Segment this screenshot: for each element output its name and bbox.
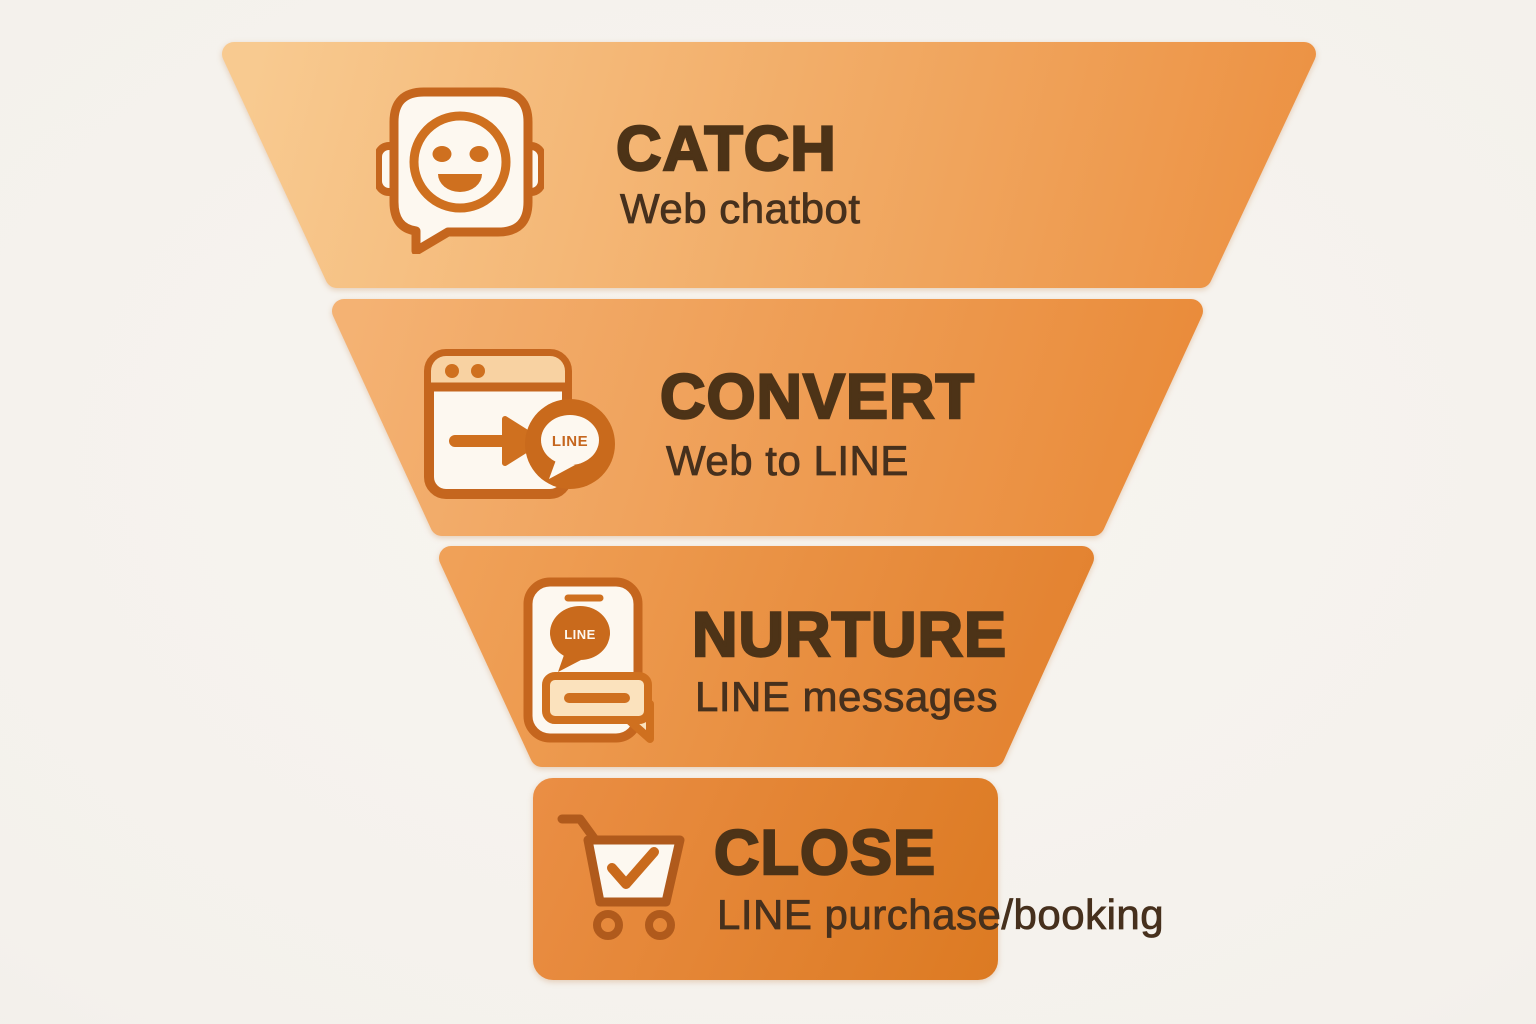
chatbot-icon — [376, 87, 544, 254]
stage-subtitle-close: LINE purchase/booking — [717, 891, 1165, 938]
stage-title-convert: CONVERT — [659, 362, 976, 432]
funnel-stage-shape-close — [533, 778, 998, 980]
stage-subtitle-nurture: LINE messages — [695, 673, 998, 720]
stage-title-close: CLOSE — [713, 818, 937, 888]
line-badge-label: LINE — [552, 433, 588, 450]
stage-title-catch: CATCH — [615, 114, 837, 184]
stage-subtitle-catch: Web chatbot — [620, 185, 861, 232]
stage-title-nurture: NURTURE — [691, 600, 1007, 670]
phone-line-icon: LINE — [523, 577, 654, 743]
stage-subtitle-convert: Web to LINE — [666, 437, 909, 484]
cart-check-icon — [557, 814, 685, 940]
web-to-line-icon: LINE — [424, 349, 615, 499]
line-badge-label: LINE — [564, 627, 596, 642]
